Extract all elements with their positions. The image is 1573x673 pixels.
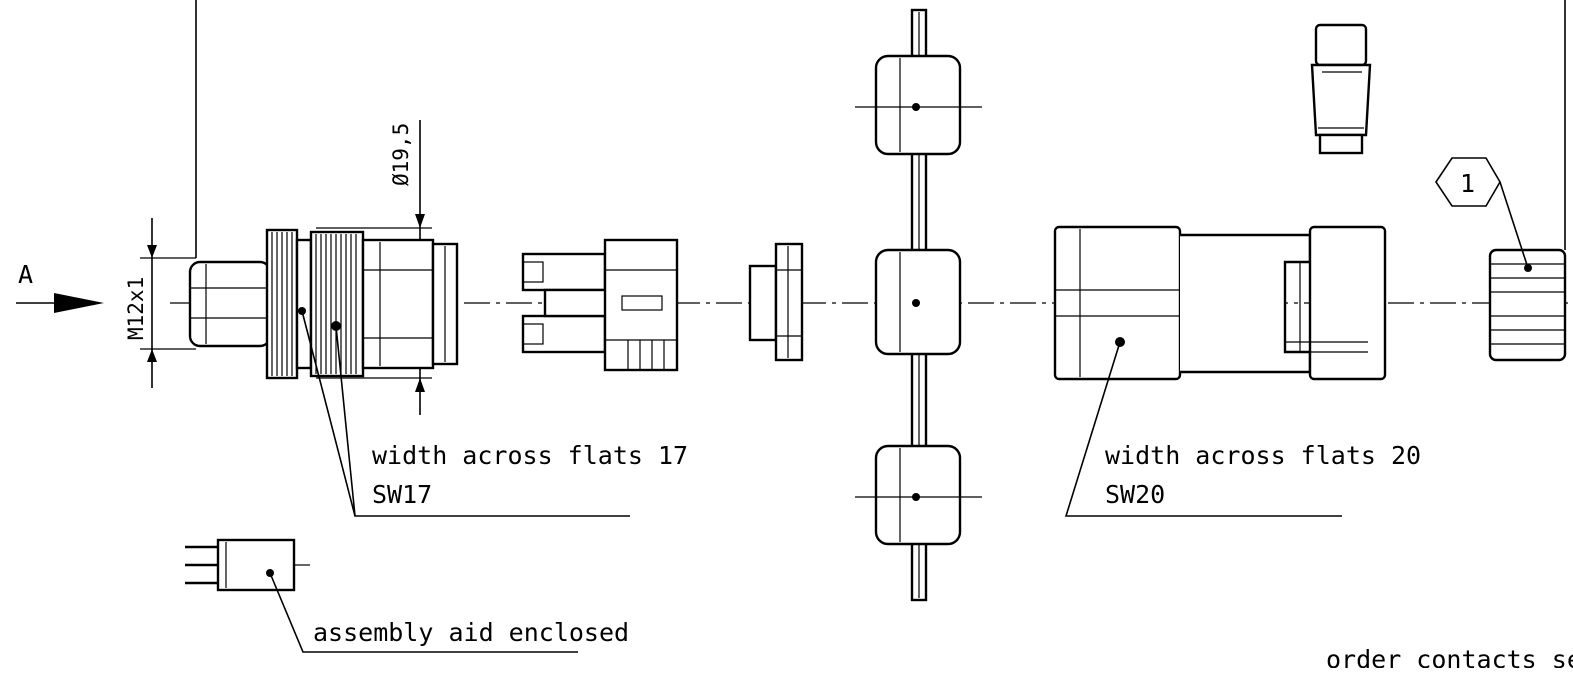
socket-bottom bbox=[855, 444, 982, 546]
item-marker-number: 1 bbox=[1460, 169, 1475, 198]
ribbed-sleeve-part bbox=[1488, 0, 1567, 362]
order-contacts-note: order contacts se bbox=[1326, 645, 1573, 668]
diameter-dimension-label: Ø19,5 bbox=[389, 123, 413, 186]
view-arrow: A bbox=[16, 260, 104, 313]
sw17-callout: width across flats 17 SW17 bbox=[301, 310, 688, 517]
housing-part bbox=[1053, 225, 1387, 381]
assembly-aid-label: assembly aid enclosed bbox=[313, 618, 629, 647]
thread-dimension: M12x1 bbox=[124, 218, 196, 388]
plug-body-part bbox=[188, 228, 459, 380]
view-label: A bbox=[18, 260, 33, 289]
seal-ring-part bbox=[748, 242, 804, 362]
thread-dimension-label: M12x1 bbox=[124, 277, 148, 340]
sw17-callout-line2: SW17 bbox=[372, 480, 432, 509]
cap-part bbox=[1310, 23, 1372, 155]
sw17-callout-line1: width across flats 17 bbox=[372, 441, 688, 470]
flange-strip-part bbox=[855, 8, 982, 602]
sw20-callout-line1: width across flats 20 bbox=[1105, 441, 1421, 470]
socket-top bbox=[855, 54, 982, 156]
contact-carrier-part bbox=[521, 238, 679, 372]
sw20-callout: width across flats 20 SW20 bbox=[1064, 341, 1421, 517]
assembly-aid-part: assembly aid enclosed bbox=[185, 538, 629, 653]
socket-middle bbox=[874, 248, 962, 356]
sw20-callout-line2: SW20 bbox=[1105, 480, 1165, 509]
item-marker: 1 bbox=[1435, 157, 1501, 207]
